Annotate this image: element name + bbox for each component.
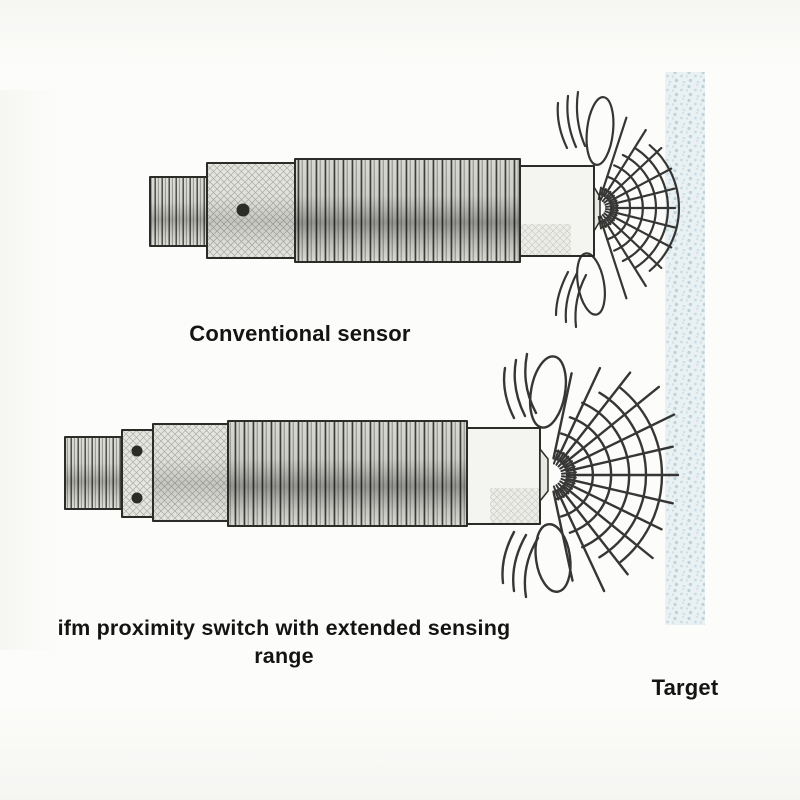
target-wall	[665, 72, 705, 625]
field-face-ticks	[597, 186, 619, 230]
set-screw-hole	[236, 203, 250, 217]
sensing-face	[539, 448, 549, 502]
mount-hole-bottom	[131, 492, 143, 504]
threaded-barrel	[227, 420, 468, 527]
conventional-sensor-drawing	[149, 158, 601, 263]
ifm-switch-label-line2: range	[254, 644, 314, 668]
field-spokes	[600, 116, 677, 300]
ifm-proximity-switch-drawing	[64, 420, 549, 527]
threaded-barrel	[294, 158, 521, 263]
sensing-cap	[519, 165, 595, 257]
field-whiskers-bottom	[501, 530, 540, 599]
conventional-sensor-label: Conventional sensor	[189, 321, 411, 346]
threaded-connector	[149, 176, 209, 247]
magnetic-field-lines-ifm	[501, 352, 680, 599]
field-loop-top	[585, 96, 615, 166]
mount-plate-with-two-holes	[121, 429, 154, 518]
ifm-switch-label: ifm proximity switch with extended sensi…	[22, 614, 546, 670]
knurled-hex-body	[152, 423, 229, 522]
mount-hole-top	[131, 445, 143, 457]
target-label: Target	[651, 675, 719, 700]
magnetic-field-lines-conventional	[554, 90, 680, 329]
knurled-hex-body	[206, 162, 296, 259]
field-face-ticks	[552, 449, 577, 501]
field-spokes	[552, 366, 680, 593]
threaded-connector	[64, 436, 123, 510]
field-whiskers-top	[502, 352, 538, 420]
field-loop-bottom	[534, 523, 572, 593]
field-whiskers-top	[556, 90, 587, 150]
ifm-switch-label-line1: ifm proximity switch with extended sensi…	[57, 616, 511, 640]
field-loop-bottom	[576, 252, 606, 316]
field-whiskers-bottom	[554, 270, 588, 329]
field-loop-top	[528, 355, 568, 429]
sensing-cap	[466, 427, 541, 525]
